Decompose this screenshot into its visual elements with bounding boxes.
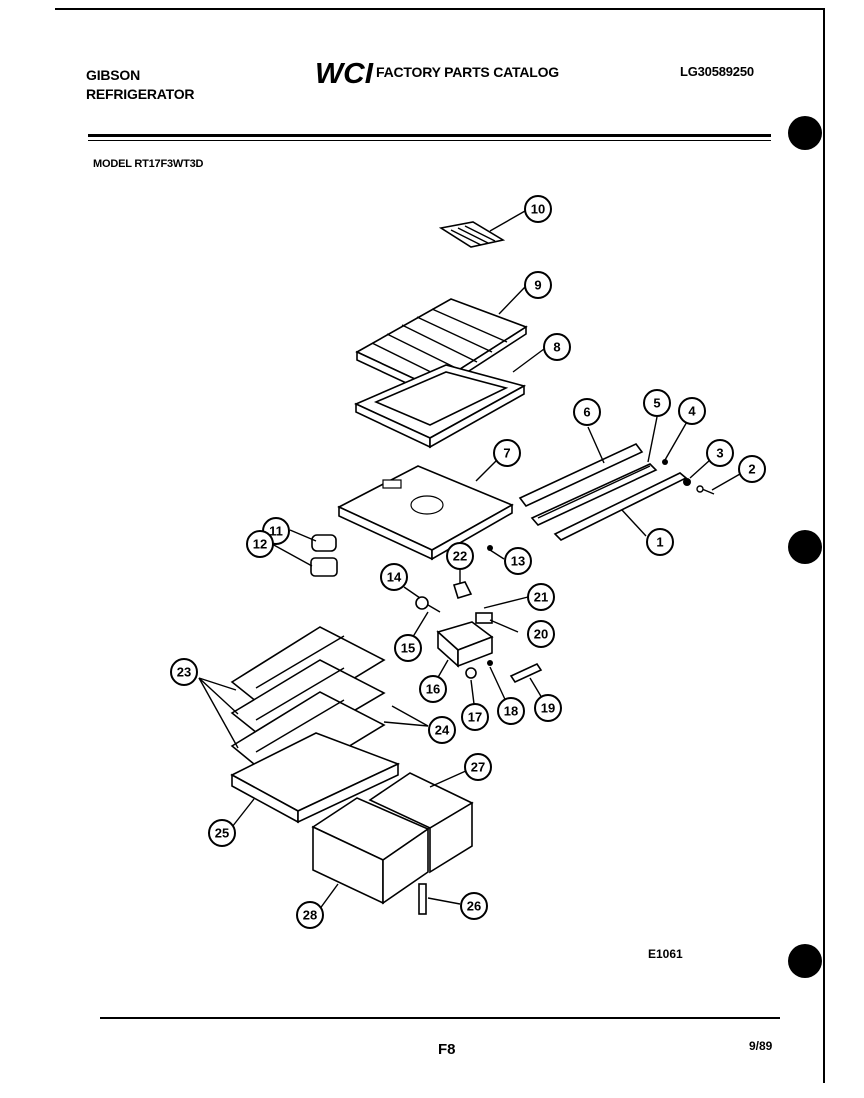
svg-text:7: 7 — [503, 446, 510, 461]
svg-text:17: 17 — [468, 710, 482, 725]
svg-text:23: 23 — [177, 665, 191, 680]
part-12-socket-housing — [310, 557, 338, 577]
callout-18: 18 — [497, 697, 525, 725]
callout-8: 8 — [543, 333, 571, 361]
callout-20: 20 — [527, 620, 555, 648]
part-19-rod — [509, 662, 543, 684]
part-10-grille — [438, 221, 506, 248]
svg-text:22: 22 — [453, 549, 467, 564]
svg-text:11: 11 — [269, 524, 283, 539]
part-11-light-socket — [311, 534, 337, 552]
svg-text:18: 18 — [504, 704, 518, 719]
svg-text:6: 6 — [583, 405, 590, 420]
callout-6: 6 — [573, 398, 601, 426]
document-number: LG30589250 — [680, 64, 754, 79]
binder-hole-top — [788, 116, 822, 150]
part-27-crisper-drawer — [368, 772, 474, 874]
svg-text:4: 4 — [688, 404, 696, 419]
callout-19: 19 — [534, 694, 562, 722]
callout-25: 25 — [208, 819, 236, 847]
date-code: 9/89 — [749, 1039, 773, 1053]
part-5-rail — [530, 463, 658, 526]
catalog-title: FACTORY PARTS CATALOG — [376, 64, 559, 80]
svg-text:5: 5 — [653, 396, 660, 411]
header-rule — [88, 134, 771, 137]
part-8-shelf-frame — [354, 364, 527, 449]
svg-text:3: 3 — [716, 446, 723, 461]
part-18-screw — [487, 660, 493, 666]
svg-text:26: 26 — [467, 899, 481, 914]
product-type: REFRIGERATOR — [86, 86, 195, 102]
callout-9: 9 — [524, 271, 552, 299]
part-22-damper — [452, 581, 473, 599]
callout-27: 27 — [464, 753, 492, 781]
svg-text:2: 2 — [748, 462, 755, 477]
callout-24: 24 — [428, 716, 456, 744]
part-28-crisper-drawer — [311, 797, 430, 905]
svg-text:27: 27 — [471, 760, 485, 775]
svg-text:10: 10 — [531, 202, 545, 217]
callout-5: 5 — [643, 389, 671, 417]
callout-7: 7 — [493, 439, 521, 467]
svg-text:15: 15 — [401, 641, 415, 656]
callout-2: 2 — [738, 455, 766, 483]
callout-4: 4 — [678, 397, 706, 425]
diagram-code: E1061 — [648, 947, 683, 961]
part-25-crisper-cover — [230, 732, 401, 824]
callout-21: 21 — [527, 583, 555, 611]
callout-17: 17 — [461, 703, 489, 731]
svg-text:8: 8 — [553, 340, 560, 355]
svg-text:28: 28 — [303, 908, 317, 923]
page-number: F8 — [438, 1041, 456, 1058]
part-17-knob — [465, 667, 477, 679]
svg-text:19: 19 — [541, 701, 555, 716]
header-rule-thin — [88, 140, 771, 141]
svg-text:9: 9 — [534, 278, 541, 293]
part-16-control-housing — [436, 621, 494, 668]
callout-23: 23 — [170, 658, 198, 686]
binder-hole-middle — [788, 530, 822, 564]
brand-name: GIBSON — [86, 67, 141, 83]
svg-text:12: 12 — [253, 537, 267, 552]
leader-lines — [198, 210, 741, 911]
svg-text:24: 24 — [435, 723, 450, 738]
callout-3: 3 — [706, 439, 734, 467]
callout-12: 12 — [246, 530, 274, 558]
callout-16: 16 — [419, 675, 447, 703]
svg-text:13: 13 — [511, 554, 525, 569]
page-border — [55, 8, 825, 1083]
svg-text:16: 16 — [426, 682, 440, 697]
callout-28: 28 — [296, 901, 324, 929]
callout-14: 14 — [380, 563, 408, 591]
callout-22: 22 — [446, 542, 474, 570]
part-3-nut — [683, 478, 691, 486]
callout-1: 1 — [646, 528, 674, 556]
callout-10: 10 — [524, 195, 552, 223]
footer-rule — [100, 1017, 780, 1019]
svg-text:14: 14 — [387, 570, 402, 585]
svg-text:20: 20 — [534, 627, 548, 642]
part-13-fastener — [487, 545, 493, 551]
part-14-bulb — [415, 596, 441, 613]
binder-hole-bottom — [788, 944, 822, 978]
part-1-rail — [553, 472, 688, 541]
svg-text:21: 21 — [534, 590, 548, 605]
callout-13: 13 — [504, 547, 532, 575]
part-6-rail — [518, 443, 644, 507]
model-number: MODEL RT17F3WT3D — [93, 158, 204, 170]
part-26-divider — [418, 883, 427, 915]
part-7-evaporator-cover — [337, 465, 514, 561]
svg-text:1: 1 — [656, 535, 663, 550]
wci-logo: WCI — [313, 58, 375, 93]
part-2-screw — [696, 485, 715, 495]
callout-26: 26 — [460, 892, 488, 920]
svg-text:25: 25 — [215, 826, 229, 841]
part-20-thermostat — [475, 612, 493, 624]
callout-15: 15 — [394, 634, 422, 662]
part-4-washer — [662, 459, 668, 465]
svg-text:WCI: WCI — [315, 58, 374, 88]
